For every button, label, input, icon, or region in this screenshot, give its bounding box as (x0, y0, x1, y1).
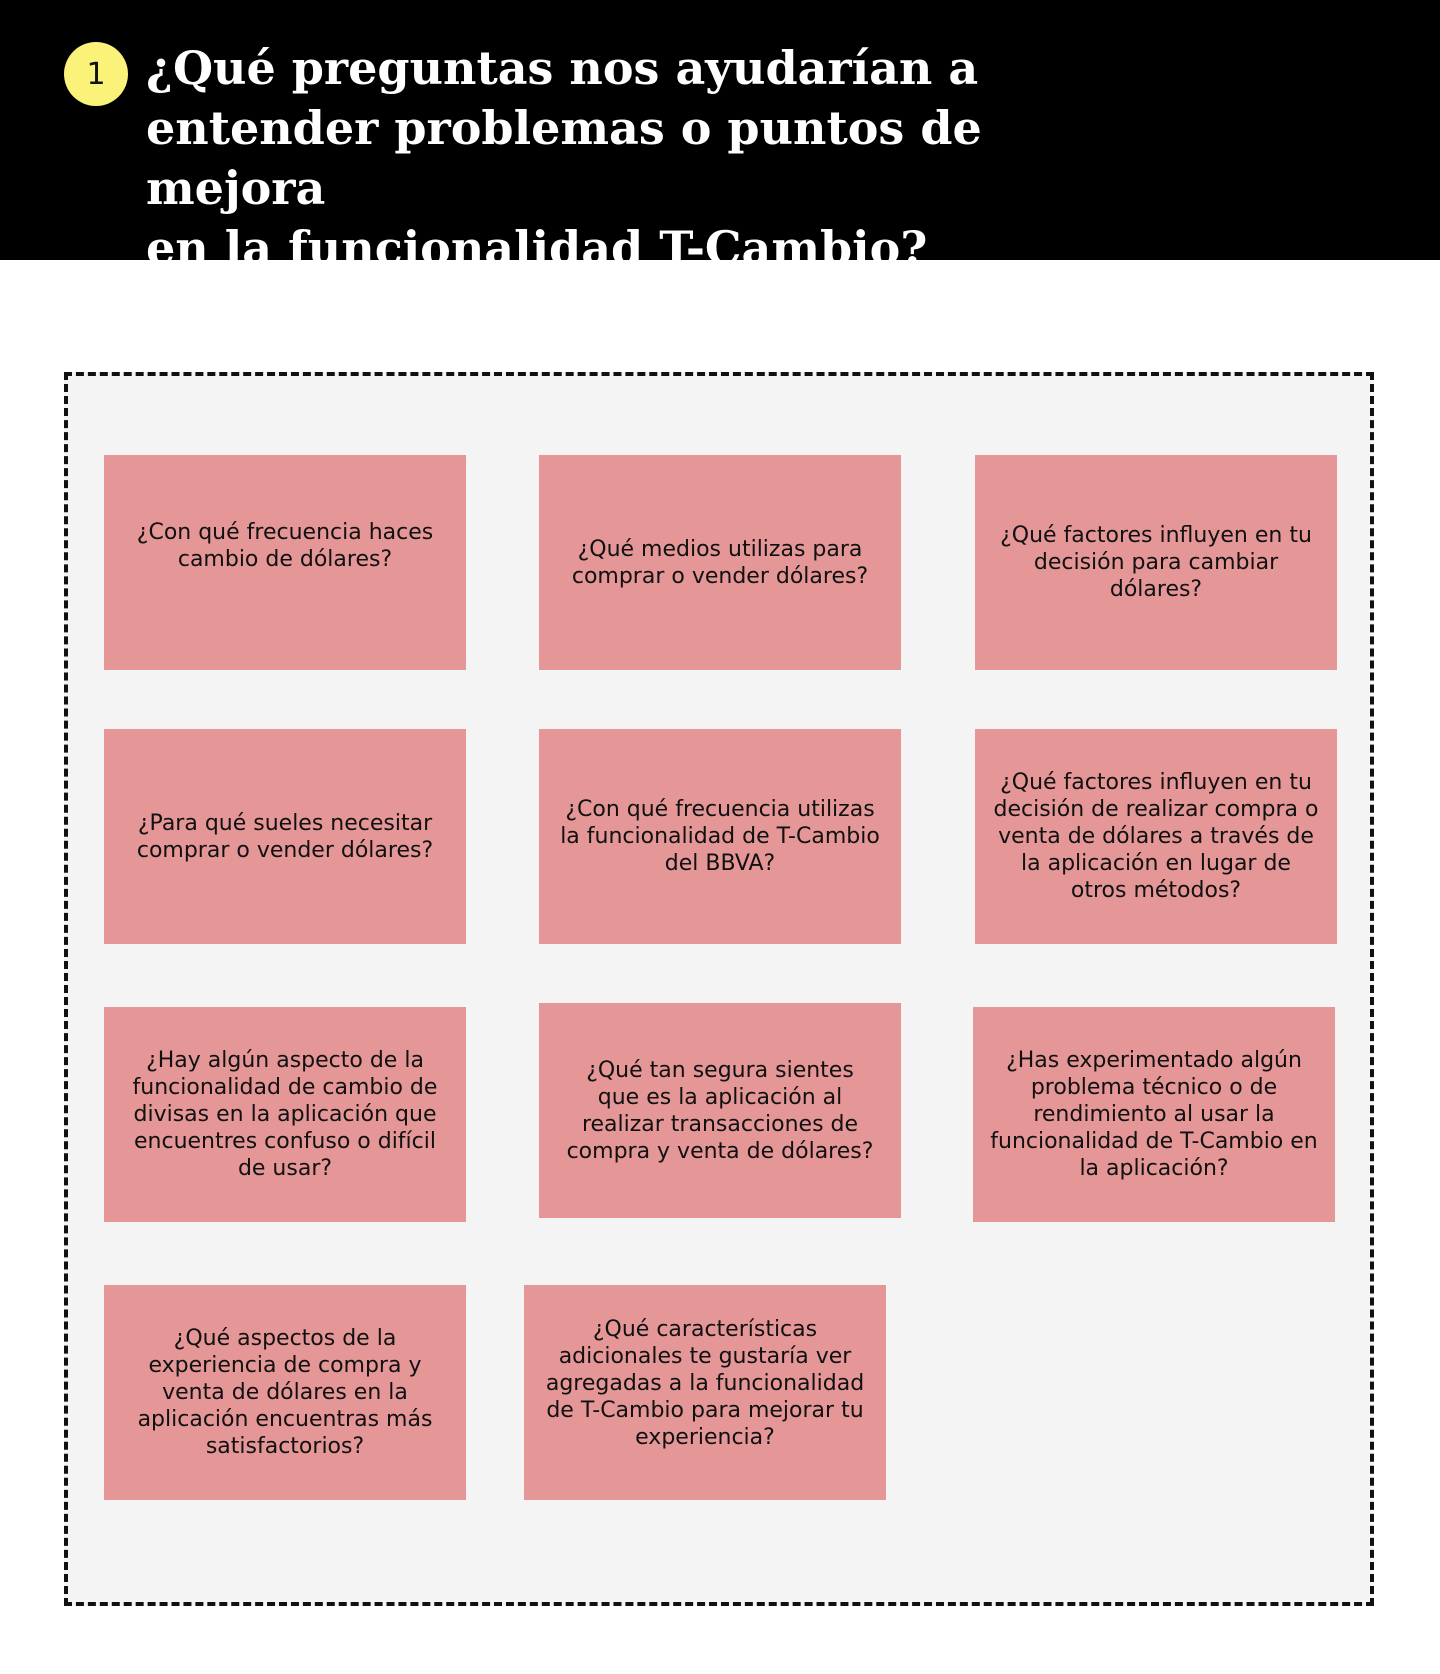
sticky-note-text: ¿Hay algún aspecto de la funcionalidad d… (132, 1048, 438, 1181)
page-title: ¿Qué preguntas nos ayudarían a entender … (146, 41, 982, 275)
sticky-note: ¿Con qué frecuencia utilizas la funciona… (539, 729, 901, 944)
header-bar: 1 ¿Qué preguntas nos ayudarían a entende… (0, 0, 1440, 275)
sticky-note-text: ¿Qué tan segura sientes que es la aplica… (566, 1057, 874, 1164)
sticky-note-text: ¿Con qué frecuencia utilizas la funciona… (560, 797, 880, 876)
sticky-note: ¿Qué tan segura sientes que es la aplica… (539, 1003, 901, 1218)
sticky-note-text: ¿Qué factores influyen en tu decisión de… (993, 770, 1319, 903)
sticky-note-text: ¿Con qué frecuencia haces cambio de dóla… (136, 519, 434, 572)
sticky-note-text: ¿Qué medios utilizas para comprar o vend… (571, 536, 869, 589)
sticky-note-text: ¿Qué aspectos de la experiencia de compr… (137, 1326, 433, 1459)
sticky-note: ¿Qué características adicionales te gust… (524, 1285, 886, 1500)
sticky-note: ¿Qué medios utilizas para comprar o vend… (539, 455, 901, 670)
sticky-note: ¿Qué factores influyen en tu decisión de… (975, 729, 1337, 944)
sticky-note: ¿Has experimentado algún problema técnic… (973, 1007, 1335, 1222)
sticky-note-text: ¿Has experimentado algún problema técnic… (990, 1048, 1318, 1181)
sticky-note: ¿Qué factores influyen en tu decisión pa… (975, 455, 1337, 670)
sticky-note-text: ¿Qué factores influyen en tu decisión pa… (1000, 523, 1312, 602)
sticky-note: ¿Qué aspectos de la experiencia de compr… (104, 1285, 466, 1500)
sticky-note-text: ¿Qué características adicionales te gust… (545, 1317, 865, 1450)
sticky-note-text: ¿Para qué sueles necesitar comprar o ven… (136, 810, 434, 863)
sticky-note: ¿Para qué sueles necesitar comprar o ven… (104, 729, 466, 944)
sticky-note: ¿Hay algún aspecto de la funcionalidad d… (104, 1007, 466, 1222)
step-number-badge: 1 (64, 42, 128, 106)
sticky-note: ¿Con qué frecuencia haces cambio de dóla… (104, 455, 466, 670)
